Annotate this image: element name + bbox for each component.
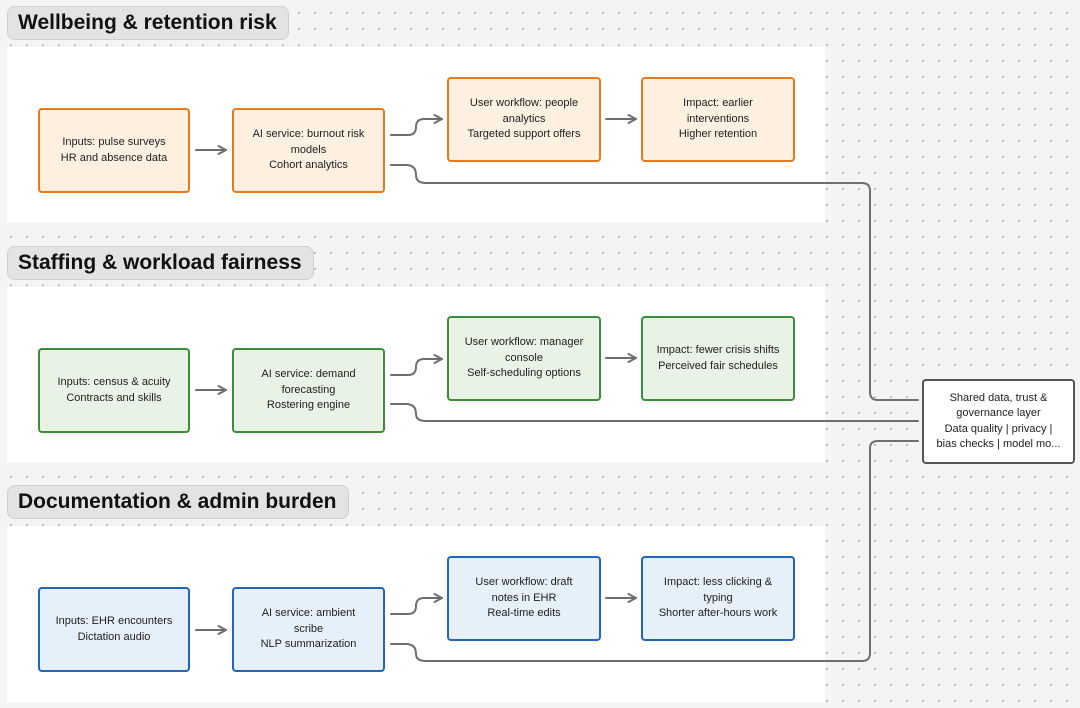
box-documentation-impact[interactable]: Impact: less clicking & typing Shorter a… [641,556,795,641]
box-line: Perceived fair schedules [658,359,778,372]
box-wellbeing-user-workflow[interactable]: User workflow: people analytics Targeted… [447,77,601,162]
box-line: analytics [502,112,546,125]
box-line: governance layer [956,407,1041,419]
box-wellbeing-ai-service[interactable]: AI service: burnout risk models Cohort a… [232,108,385,193]
box-line: Contracts and skills [66,391,162,404]
box-staffing-inputs[interactable]: Inputs: census & acuity Contracts and sk… [38,348,190,433]
box-line: HR and absence data [60,151,168,164]
box-line: NLP summarization [260,638,357,651]
box-line: User workflow: people [469,97,579,110]
box-line: AI service: burnout risk [252,128,365,141]
box-staffing-user-workflow[interactable]: User workflow: manager console Self-sche… [447,316,601,401]
box-line: Rostering engine [266,399,351,412]
box-line: console [505,351,543,364]
box-line: Impact: fewer crisis shifts [656,344,780,356]
box-line: Cohort analytics [269,159,348,172]
box-documentation-ai-service[interactable]: AI service: ambient scribe NLP summariza… [232,587,385,672]
box-staffing-impact[interactable]: Impact: fewer crisis shifts Perceived fa… [641,316,795,401]
box-line: scribe [293,622,324,635]
box-line: Shared data, trust & [949,391,1048,404]
box-line: User workflow: manager [464,336,584,349]
box-line: Self-scheduling options [467,367,581,380]
box-line: Inputs: pulse surveys [62,136,166,148]
box-line: Inputs: census & acuity [57,376,171,388]
box-line: Inputs: EHR encounters [55,615,173,627]
section-title-documentation: Documentation & admin burden [7,485,349,519]
box-line: AI service: ambient [261,607,356,620]
box-line: Data quality | privacy | [944,422,1053,435]
box-shared-governance-layer[interactable]: Shared data, trust & governance layer Da… [922,379,1075,464]
box-line: Targeted support offers [467,128,581,141]
box-wellbeing-inputs[interactable]: Inputs: pulse surveys HR and absence dat… [38,108,190,193]
box-wellbeing-impact[interactable]: Impact: earlier interventions Higher ret… [641,77,795,162]
box-line: models [290,143,327,156]
box-line: Impact: less clicking & [663,576,773,589]
box-line: Shorter after-hours work [658,607,778,620]
box-documentation-inputs[interactable]: Inputs: EHR encounters Dictation audio [38,587,190,672]
box-line: typing [703,591,733,604]
box-line: Real-time edits [487,607,561,620]
box-line: notes in EHR [491,591,557,604]
box-line: AI service: demand [261,368,356,381]
box-documentation-user-workflow[interactable]: User workflow: draft notes in EHR Real-t… [447,556,601,641]
box-line: bias checks | model mo... [936,438,1061,450]
box-line: interventions [686,112,750,125]
box-line: forecasting [281,383,336,396]
section-title-wellbeing: Wellbeing & retention risk [7,6,289,40]
box-line: Impact: earlier [683,97,753,110]
box-line: User workflow: draft [475,576,573,589]
section-title-staffing: Staffing & workload fairness [7,246,314,280]
box-line: Higher retention [678,128,758,141]
box-staffing-ai-service[interactable]: AI service: demand forecasting Rostering… [232,348,385,433]
box-line: Dictation audio [77,630,151,643]
